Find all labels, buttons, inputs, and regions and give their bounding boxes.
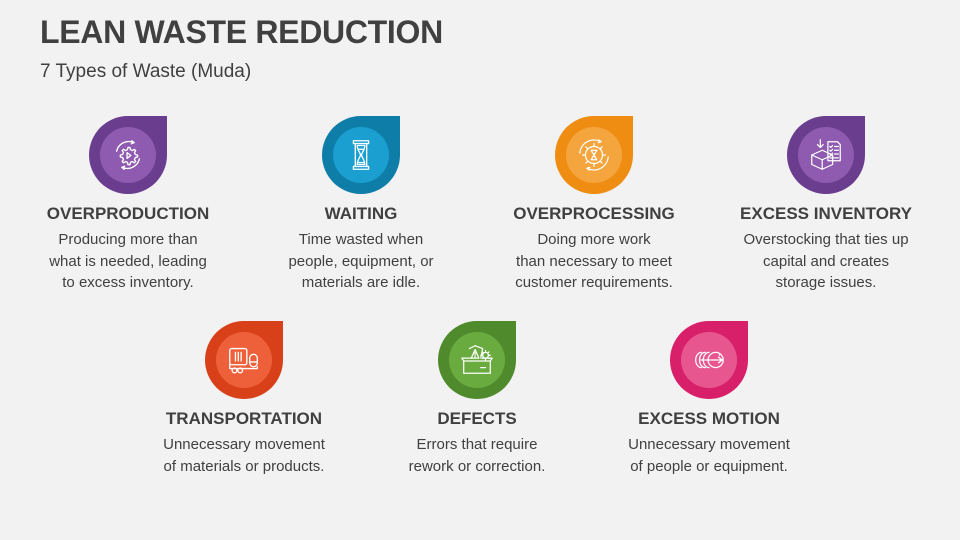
waste-description: Unnecessary movement of people or equipm… [628,436,790,475]
gear-cycle-play-icon [115,140,141,170]
waste-description: Time wasted when people, equipment, or m… [288,231,434,291]
icon-badge [438,321,516,399]
waste-card-excess-inventory: EXCESS INVENTORY Overstocking that ties … [716,116,936,294]
waste-card-overprocessing: OVERPROCESSING Doing more work than nece… [484,116,704,294]
waste-card-transportation: TRANSPORTATION Unnecessary movement of m… [134,321,354,477]
waste-title: TRANSPORTATION [165,409,323,428]
waste-description: Overstocking that ties up capital and cr… [743,231,909,291]
truck-icon [229,347,258,374]
waste-title: DEFECTS [437,409,517,428]
waste-title: EXCESS INVENTORY [740,204,912,223]
box-checklist-icon [811,139,841,170]
waste-card-overproduction: OVERPRODUCTION Producing more than what … [18,116,238,294]
waste-description: Doing more work than necessary to meet c… [515,231,673,291]
icon-badge [555,116,633,194]
waste-card-defects: DEFECTS Errors that require rework or co… [367,321,587,477]
waste-card-waiting: WAITING Time wasted when people, equipme… [251,116,471,294]
hourglass-icon [352,140,370,170]
icon-badge [205,321,283,399]
waste-description: Producing more than what is needed, lead… [49,231,207,291]
waste-title: OVERPRODUCTION [46,204,210,223]
waste-title: OVERPROCESSING [513,204,675,223]
waste-title: WAITING [324,204,398,223]
icon-badge [89,116,167,194]
waste-card-excess-motion: EXCESS MOTION Unnecessary movement of pe… [599,321,819,477]
icon-badge [322,116,400,194]
defective-box-icon [461,345,493,374]
page-subtitle: 7 Types of Waste (Muda) [40,61,252,82]
waste-description: Unnecessary movement of materials or pro… [163,436,325,475]
motion-arrow-icon [695,351,724,369]
waste-title: EXCESS MOTION [638,409,780,428]
gear-hourglass-cycle-icon [579,139,609,171]
icon-badge [670,321,748,399]
icon-badge [787,116,865,194]
waste-description: Errors that require rework or correction… [408,436,546,475]
page-title: LEAN WASTE REDUCTION [40,14,443,50]
